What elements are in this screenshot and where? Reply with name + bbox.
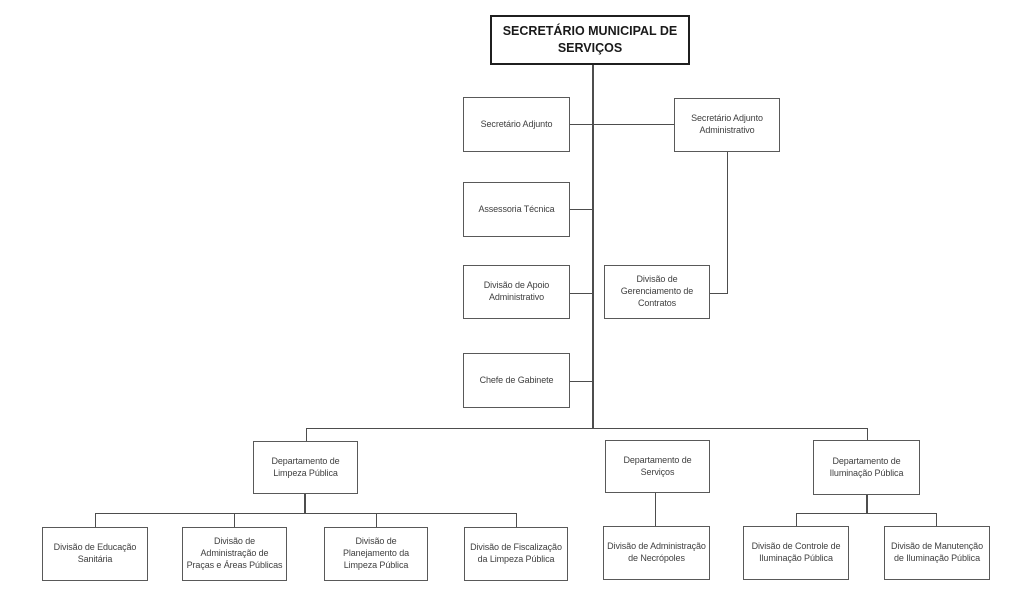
- node-divisao-administracao-necropoles: Divisão de Administração de Necrópoles: [603, 526, 710, 580]
- connector-manutencao-drop: [936, 513, 937, 526]
- connector-necropoles-drop: [655, 493, 656, 526]
- connector-limpeza-bus: [95, 513, 517, 514]
- connector-pracas-drop: [234, 513, 235, 527]
- node-divisao-educacao-sanitaria: Divisão de Educação Sanitária: [42, 527, 148, 581]
- node-divisao-controle-iluminacao: Divisão de Controle de Iluminação Públic…: [743, 526, 849, 580]
- node-divisao-administracao-pracas: Divisão de Administração de Praças e Áre…: [182, 527, 287, 581]
- connector-adjunto-row: [570, 124, 674, 125]
- connector-contratos: [710, 293, 728, 294]
- node-divisao-gerenciamento-contratos: Divisão de Gerenciamento de Contratos: [604, 265, 710, 319]
- connector-fiscalizacao-drop: [516, 513, 517, 527]
- connector-limpeza-top: [306, 428, 307, 441]
- node-secretario-adjunto-administrativo: Secretário Adjunto Administrativo: [674, 98, 780, 152]
- node-departamento-iluminacao-publica: Departamento de Iluminação Pública: [813, 440, 920, 495]
- connector-trunk: [592, 65, 594, 429]
- connector-iluminacao-top: [867, 428, 868, 440]
- node-assessoria-tecnica: Assessoria Técnica: [463, 182, 570, 237]
- node-divisao-manutencao-iluminacao: Divisão de Manutenção de Iluminação Públ…: [884, 526, 990, 580]
- connector-departments-bus: [306, 428, 868, 429]
- node-departamento-servicos: Departamento de Serviços: [605, 440, 710, 493]
- connector-educacao-drop: [95, 513, 96, 527]
- node-secretario-adjunto: Secretário Adjunto: [463, 97, 570, 152]
- connector-iluminacao-bus: [796, 513, 937, 514]
- node-divisao-fiscalizacao-limpeza: Divisão de Fiscalização da Limpeza Públi…: [464, 527, 568, 581]
- connector-apoio: [570, 293, 593, 294]
- connector-planejamento-drop: [376, 513, 377, 527]
- connector-assessoria: [570, 209, 593, 210]
- connector-controle-drop: [796, 513, 797, 526]
- node-secretario-municipal: SECRETÁRIO MUNICIPAL DE SERVIÇOS: [490, 15, 690, 65]
- connector-iluminacao-bottom: [866, 495, 868, 513]
- connector-adjunto-admin-drop: [727, 152, 728, 294]
- connector-chefe: [570, 381, 593, 382]
- connector-limpeza-bottom: [304, 494, 306, 513]
- node-chefe-de-gabinete: Chefe de Gabinete: [463, 353, 570, 408]
- node-departamento-limpeza-publica: Departamento de Limpeza Pública: [253, 441, 358, 494]
- node-divisao-apoio-administrativo: Divisão de Apoio Administrativo: [463, 265, 570, 319]
- node-divisao-planejamento-limpeza: Divisão de Planejamento da Limpeza Públi…: [324, 527, 428, 581]
